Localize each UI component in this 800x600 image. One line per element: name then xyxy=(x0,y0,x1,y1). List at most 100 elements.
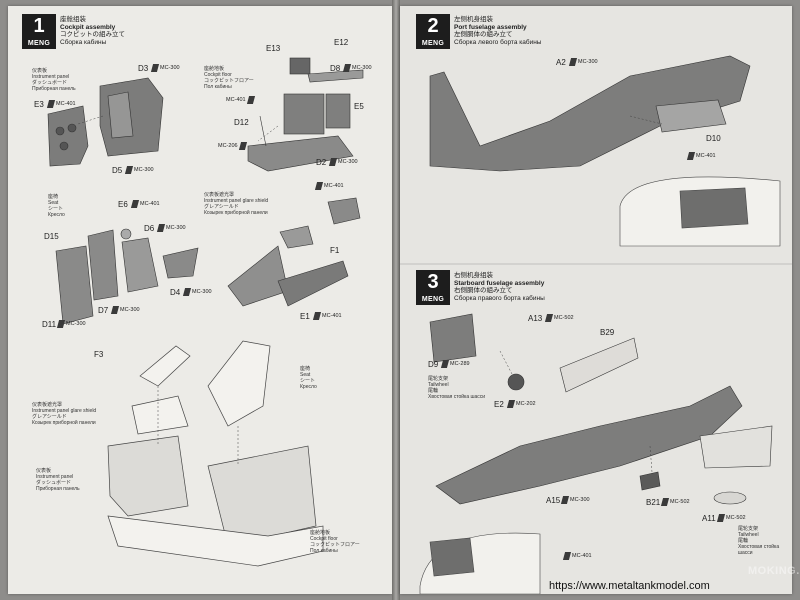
note-glare-shield-bottom: 仪表板遮光罩 Instrument panel glare shield グレア… xyxy=(32,402,96,426)
note-instrument-panel-bottom: 仪表板 Instrument panel ダッシュボード Приборная п… xyxy=(36,468,80,492)
part-id: E3 xyxy=(34,100,44,109)
part-label-a2: A2 xyxy=(556,58,566,67)
note-line: 尾輪 xyxy=(428,388,439,394)
step-title: 右侧机身组装 Starboard fuselage assembly 右側胴体の… xyxy=(454,272,545,302)
part-label-a15: A15 xyxy=(546,496,560,505)
paint-code-d5: MC-300 xyxy=(124,166,154,174)
part-id: E5 xyxy=(354,102,364,111)
paint-code-d7: MC-300 xyxy=(110,306,140,314)
fuselage-assembly-drawing xyxy=(400,55,792,594)
note-line: シート xyxy=(300,378,316,384)
paint-code-d2: MC-300 xyxy=(328,158,358,166)
part-id: D7 xyxy=(98,306,109,315)
part-label-d7: D7 xyxy=(98,306,108,315)
part-id: B29 xyxy=(600,328,615,337)
note-line: Приборная панель xyxy=(36,486,80,492)
note-line: シート xyxy=(48,206,64,212)
note-cockpit-floor-bottom: 座舱地板 Cockpit floor コックピットフロアー Пол кабины xyxy=(310,530,360,554)
paint-pen-icon xyxy=(716,514,726,522)
paint-code: MC-300 xyxy=(160,65,180,71)
paint-code: MC-300 xyxy=(134,167,154,173)
note-line: Instrument panel glare shield xyxy=(204,198,269,204)
paint-code: MC-401 xyxy=(324,183,344,189)
paint-pen-icon xyxy=(560,496,570,504)
paint-code-side: MC-401 xyxy=(314,182,344,190)
part-id: A2 xyxy=(556,58,566,67)
paint-pen-icon xyxy=(182,288,192,296)
paint-code: MC-300 xyxy=(120,307,140,313)
paint-code-d11: MC-300 xyxy=(56,320,86,328)
note-line: グレアシールド xyxy=(32,414,67,420)
paint-pen-icon xyxy=(156,224,166,232)
paint-pen-icon xyxy=(110,306,120,314)
paint-pen-icon xyxy=(238,142,247,150)
paint-code: MC-502 xyxy=(554,315,574,321)
part-label-e12: E12 xyxy=(334,38,348,47)
part-id: D9 xyxy=(428,360,439,369)
part-label-d3: D3 xyxy=(138,64,148,73)
part-id: D11 xyxy=(42,320,57,329)
paint-code: MC-401 xyxy=(140,201,160,207)
step-badge-3: 3 MENG xyxy=(416,270,450,305)
part-id: D8 xyxy=(330,64,341,73)
paint-code-step2: MC-401 xyxy=(686,152,716,160)
paint-code: MC-401 xyxy=(572,553,592,559)
part-id: E6 xyxy=(118,200,128,209)
paint-code-d6: MC-300 xyxy=(156,224,186,232)
part-id: E2 xyxy=(494,400,504,409)
paint-code-a11: MC-502 xyxy=(716,514,746,522)
part-id: A15 xyxy=(546,496,561,505)
paint-code: MC-300 xyxy=(192,289,212,295)
paint-pen-icon xyxy=(506,400,516,408)
part-label-d12: D12 xyxy=(234,118,249,127)
part-label-e13: E13 xyxy=(266,44,280,53)
page-gutter xyxy=(392,0,400,600)
paint-code: MC-401 xyxy=(696,153,716,159)
part-id: B21 xyxy=(646,498,661,507)
paint-code: MC-401 xyxy=(56,101,76,107)
paint-code-d8: MC-300 xyxy=(342,64,372,72)
paint-code: MC-300 xyxy=(166,225,186,231)
note-line: 座舱地板 xyxy=(310,530,331,536)
note-line: 仪表板 xyxy=(32,68,48,74)
note-seat: 座椅 Seat シート Кресло xyxy=(48,194,65,218)
note-line: Пол кабины xyxy=(204,84,232,90)
paint-pen-icon xyxy=(568,58,578,66)
title-cn: 左侧机身组装 xyxy=(454,16,493,23)
part-id: E13 xyxy=(266,44,281,53)
instruction-page-left: 1 MENG 座舱组装 Cockpit assembly コクピットの組み立て … xyxy=(8,6,392,594)
part-label-d4: D4 xyxy=(170,288,180,297)
brand-logo: MENG xyxy=(416,294,450,305)
part-id: E12 xyxy=(334,38,349,47)
step-number: 2 xyxy=(416,14,450,38)
paint-code-a2: MC-300 xyxy=(568,58,598,66)
note-line: Instrument panel glare shield xyxy=(32,408,97,414)
note-line: 尾轮支架 xyxy=(738,526,759,532)
step-number: 3 xyxy=(416,270,450,294)
paint-pen-icon xyxy=(124,166,134,174)
part-id: A13 xyxy=(528,314,543,323)
part-label-e6: E6 xyxy=(118,200,128,209)
paint-pen-icon xyxy=(312,312,322,320)
part-label-e1: E1 xyxy=(300,312,310,321)
paint-pen-icon xyxy=(544,314,554,322)
instruction-page-right: 2 MENG 左侧机身组装 Port fuselage assembly 左側胴… xyxy=(400,6,792,594)
paint-code-d4: MC-300 xyxy=(182,288,212,296)
part-id: D4 xyxy=(170,288,181,297)
part-id: F1 xyxy=(330,246,340,255)
part-label-e3: E3 xyxy=(34,100,44,109)
part-label-d10: D10 xyxy=(706,134,721,143)
paint-code: MC-300 xyxy=(66,321,86,327)
note-line: Пол кабины xyxy=(310,548,338,554)
note-line: Хвостовая стойка шасси xyxy=(738,544,780,556)
part-label-b21: B21 xyxy=(646,498,660,507)
part-id: D3 xyxy=(138,64,149,73)
part-label-a11: A11 xyxy=(702,514,716,523)
part-label-d5: D5 xyxy=(112,166,122,175)
note-line: 座椅 xyxy=(300,366,311,372)
step-title: 座舱组装 Cockpit assembly コクピットの組み立て Сборка … xyxy=(60,16,125,46)
paint-code: MC-300 xyxy=(338,159,358,165)
note-line: ダッシュボード xyxy=(32,80,68,86)
paint-code: MC-289 xyxy=(450,361,470,367)
note-line: Кресло xyxy=(48,212,65,218)
